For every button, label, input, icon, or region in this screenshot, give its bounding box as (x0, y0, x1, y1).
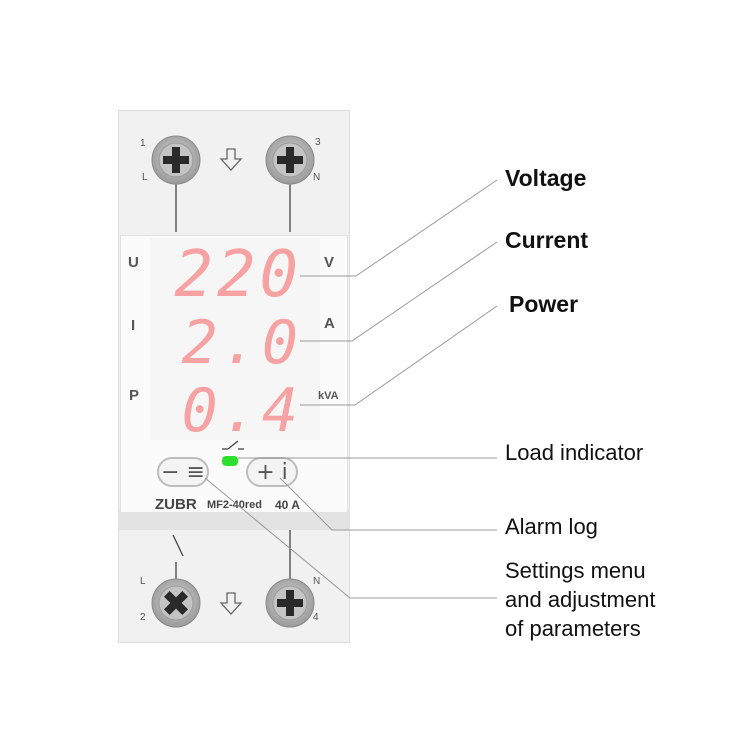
terminal-1-letter: L (142, 172, 148, 183)
reading-power: 0.4 (181, 376, 302, 446)
leader-voltage (355, 179, 498, 277)
minus-menu-button[interactable]: − ≡ (157, 457, 209, 487)
device-mid-band (118, 510, 350, 530)
current-rating: 40 A (275, 498, 300, 512)
leader-current (300, 241, 498, 342)
model-name: MF2-40red (207, 499, 263, 511)
terminal-1-number: 1 (140, 138, 146, 149)
leader-power (300, 305, 498, 406)
label-load-indicator: Load indicator (505, 440, 644, 465)
leader-alarm-log (279, 477, 497, 531)
side-label-power: P (129, 387, 140, 404)
reading-current: 2.0 (181, 308, 302, 378)
wire-bottom-left-switch (172, 534, 184, 557)
terminal-2-number: 2 (140, 612, 146, 623)
load-led-indicator (222, 456, 238, 466)
arrow-down-top-icon (219, 148, 243, 171)
terminal-4-letter: N (313, 576, 321, 587)
screw-top-right-icon (265, 135, 315, 185)
side-label-current: I (131, 317, 136, 334)
label-current: Current (505, 227, 589, 253)
label-settings-line-2: and adjustment (505, 587, 656, 612)
unit-kva: kVA (318, 390, 339, 402)
terminal-4-number: 4 (313, 612, 319, 623)
unit-volts: V (324, 254, 335, 271)
label-power: Power (509, 291, 579, 317)
screw-bottom-right-icon (265, 578, 315, 628)
terminal-2-letter: L (140, 576, 146, 587)
screw-bottom-left-icon (151, 578, 201, 628)
brand-name: ZUBR (155, 496, 197, 513)
label-voltage: Voltage (505, 165, 587, 191)
terminal-3-number: 3 (315, 137, 321, 148)
unit-amps: A (324, 315, 335, 332)
led-display (150, 238, 320, 440)
load-switch-icon (222, 440, 244, 450)
screw-top-left-icon (151, 135, 201, 185)
reading-voltage: 220 (174, 238, 302, 312)
leader-settings (204, 477, 497, 599)
label-settings-line-1: Settings menu (505, 558, 646, 583)
arrow-down-bottom-icon (219, 592, 243, 615)
label-settings-line-3: of parameters (505, 616, 641, 641)
label-alarm-log: Alarm log (505, 514, 598, 539)
terminal-3-letter: N (313, 172, 321, 183)
side-label-voltage: U (128, 254, 139, 271)
label-settings: Settings menu and adjustment of paramete… (505, 556, 655, 643)
